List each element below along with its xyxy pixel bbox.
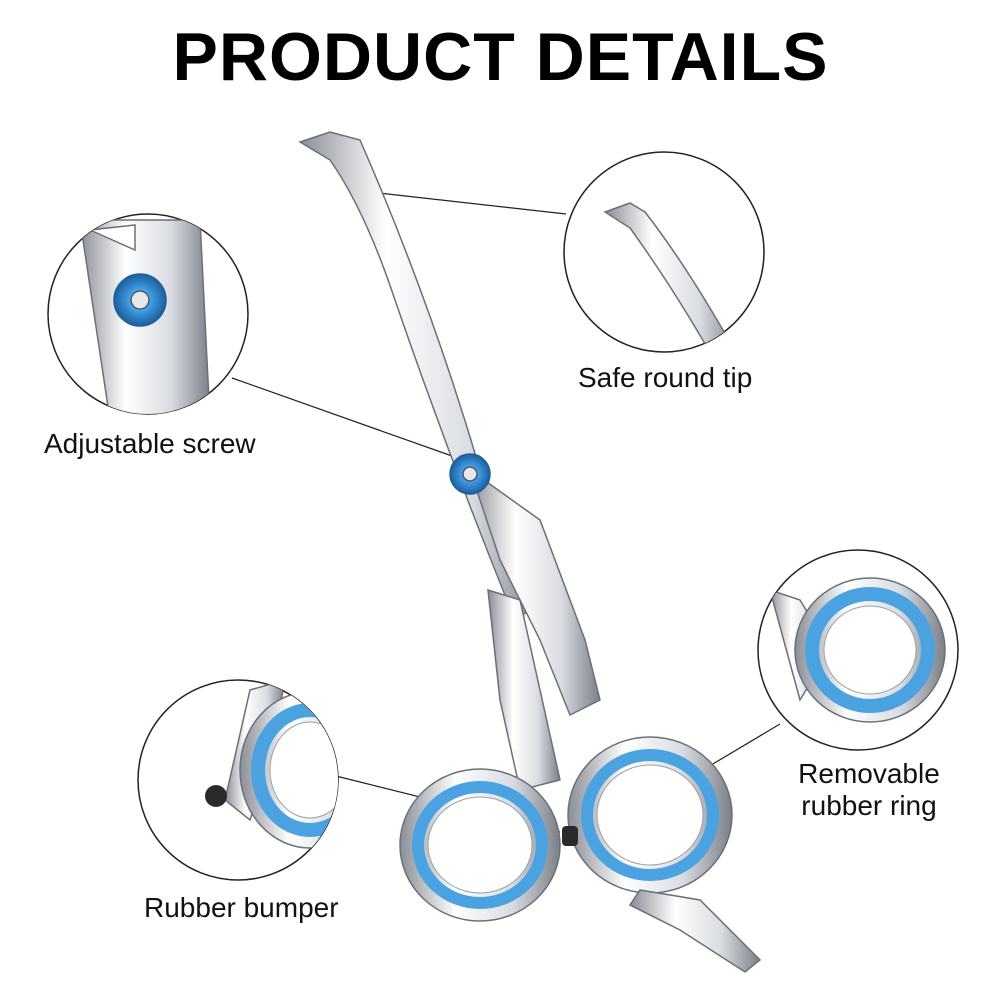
callout-ring-line1: Removable <box>798 758 940 789</box>
finger-rest-tang <box>628 889 762 973</box>
left-rubber-ring <box>412 781 548 909</box>
page-title: PRODUCT DETAILS <box>172 19 829 95</box>
callout-ring-line2: rubber ring <box>801 790 937 821</box>
right-rubber-ring <box>581 749 719 881</box>
detail-screw <box>47 213 249 415</box>
scissors <box>298 131 762 973</box>
detail-bumper <box>137 679 339 881</box>
detail-tip <box>563 151 765 353</box>
rubber-bumper-main <box>562 826 578 846</box>
callout-rubber-bumper: Rubber bumper <box>144 892 339 923</box>
screw-leader <box>231 377 453 457</box>
callout-removable-rubber-ring: Removable rubber ring <box>794 758 944 822</box>
tip-leader <box>351 189 567 215</box>
callout-safe-round-tip: Safe round tip <box>578 362 753 393</box>
callout-adjustable-screw: Adjustable screw <box>44 428 256 459</box>
detail-ring <box>757 549 959 751</box>
left-arm <box>487 588 561 791</box>
rubber-bumper-icon <box>205 785 227 807</box>
lower-blade <box>468 468 601 717</box>
